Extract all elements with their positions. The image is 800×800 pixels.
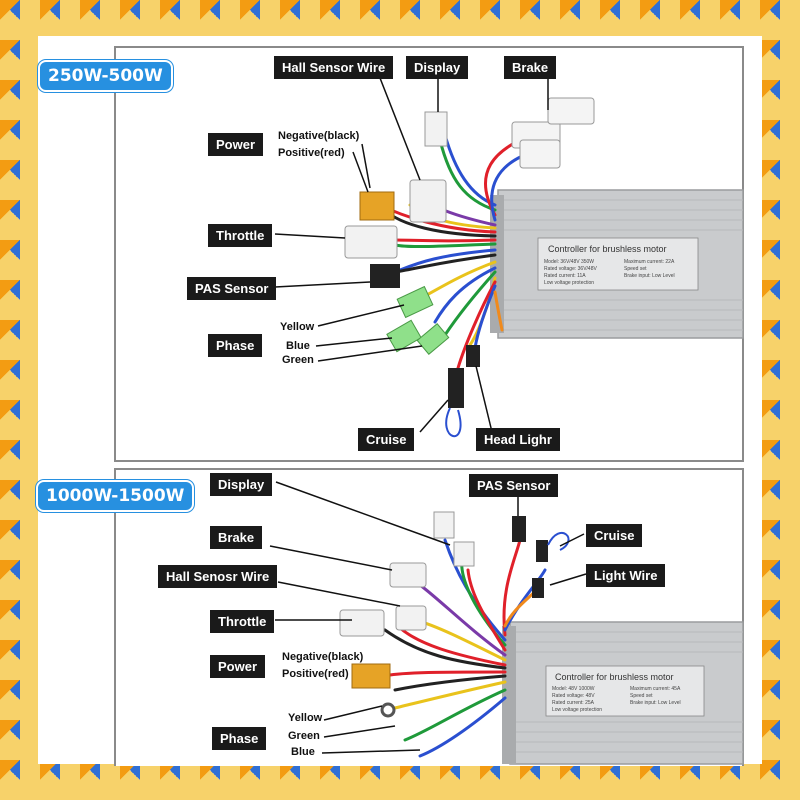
- label-power-top: Power: [208, 133, 264, 156]
- svg-text:Maximum current: 22A: Maximum current: 22A: [624, 259, 675, 265]
- label-throttle-bottom: Throttle: [210, 610, 275, 633]
- label-hall-sensor-wire: Hall Sensor Wire: [274, 56, 394, 79]
- wires-bottom: [383, 538, 547, 758]
- svg-text:Rated voltage: 36V/48V: Rated voltage: 36V/48V: [544, 266, 597, 272]
- label-cruise-top: Cruise: [358, 428, 415, 451]
- note-green-bottom: Green: [288, 730, 320, 742]
- label-display-bottom: Display: [210, 473, 273, 496]
- svg-text:Rated current: 25A: Rated current: 25A: [552, 700, 595, 706]
- label-throttle-top: Throttle: [208, 224, 273, 247]
- note-blue-bottom: Blue: [291, 746, 315, 758]
- label-head-light-top: Head Lighr: [476, 428, 560, 451]
- svg-text:Model: 36V/48V 350W: Model: 36V/48V 350W: [544, 259, 594, 265]
- note-negative-top: Negative(black): [278, 130, 360, 142]
- note-yellow-bottom: Yellow: [288, 712, 323, 724]
- label-brake-bottom: Brake: [210, 526, 263, 549]
- svg-text:Rated current: 11A: Rated current: 11A: [544, 273, 586, 279]
- connectors-top: [344, 97, 595, 438]
- svg-text:Rated voltage: 48V: Rated voltage: 48V: [552, 693, 595, 699]
- controller-top: [490, 189, 744, 339]
- svg-text:Speed set: Speed set: [624, 266, 647, 272]
- note-positive-bottom: Positive(red): [282, 668, 349, 680]
- label-cruise-bottom: Cruise: [586, 524, 643, 547]
- label-power-bottom: Power: [210, 655, 266, 678]
- svg-text:Model: 48V 1000W: Model: 48V 1000W: [552, 686, 595, 692]
- svg-text:Speed set: Speed set: [630, 693, 653, 699]
- svg-text:Brake input: Low Level: Brake input: Low Level: [624, 273, 675, 279]
- label-brake-top: Brake: [504, 56, 557, 79]
- pointers-top: [274, 77, 549, 433]
- label-hall-sensor-wire-bottom: Hall Senosr Wire: [158, 565, 278, 588]
- note-positive-top: Positive(red): [278, 147, 345, 159]
- svg-text:Brake input: Low Level: Brake input: Low Level: [630, 700, 681, 706]
- svg-text:Low voltage protection: Low voltage protection: [552, 707, 602, 713]
- range-tag-top: 250W-500W: [38, 60, 173, 92]
- svg-text:Low voltage protection: Low voltage protection: [544, 280, 594, 286]
- range-tag-bottom: 1000W-1500W: [36, 480, 195, 512]
- controller-top-title: Controller for brushless motor: [548, 244, 667, 254]
- label-pas-sensor-top: PAS Sensor: [187, 277, 277, 300]
- label-display-top: Display: [406, 56, 469, 79]
- note-negative-bottom: Negative(black): [282, 651, 364, 663]
- svg-text:Maximum current: 45A: Maximum current: 45A: [630, 686, 681, 692]
- label-phase-top: Phase: [208, 334, 263, 357]
- controller-bottom-specs: Model: 48V 1000W Rated voltage: 48V Rate…: [552, 686, 681, 713]
- label-pas-sensor-bottom: PAS Sensor: [469, 474, 559, 497]
- note-blue-top: Blue: [286, 340, 310, 352]
- connectors-bottom: [339, 511, 570, 718]
- note-green-top: Green: [282, 354, 314, 366]
- controller-bottom: [502, 621, 744, 765]
- label-phase-bottom: Phase: [212, 727, 267, 750]
- label-light-wire-bottom: Light Wire: [586, 564, 666, 587]
- note-yellow-top: Yellow: [280, 321, 315, 333]
- controller-top-specs: Model: 36V/48V 350W Rated voltage: 36V/4…: [544, 259, 675, 286]
- pointers-bottom: [269, 481, 587, 754]
- controller-bottom-title: Controller for brushless motor: [555, 672, 674, 682]
